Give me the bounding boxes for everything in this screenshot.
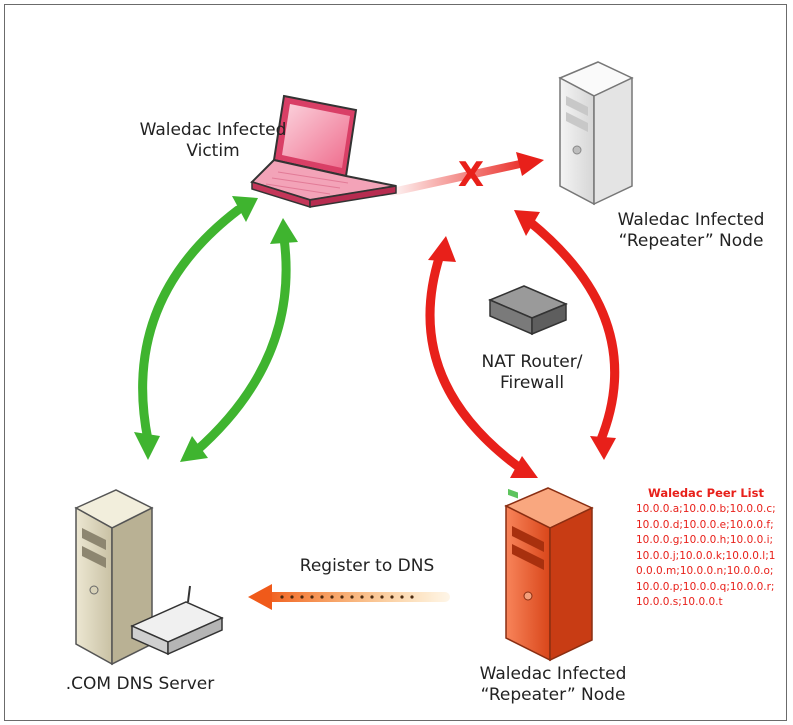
peer-list-title: Waledac Peer List <box>648 486 764 500</box>
server-repeater-bottom-icon <box>504 487 594 662</box>
victim-label-line2: Victim <box>186 141 240 161</box>
blocked-x-mark: X <box>457 155 485 195</box>
nat-label: NAT Router/ Firewall <box>462 352 602 394</box>
green-arrow-right <box>180 218 298 462</box>
register-arrow <box>248 584 450 610</box>
red-arrow-right <box>514 210 620 460</box>
server-repeater-top-icon <box>558 61 634 206</box>
victim-label: Waledac Infected Victim <box>118 120 308 162</box>
red-arrow-left <box>425 236 538 478</box>
dns-label: .COM DNS Server <box>65 674 215 694</box>
repeater-bottom-label-line2: “Repeater” Node <box>480 685 626 705</box>
victim-label-line1: Waledac Infected <box>139 120 287 140</box>
green-arrow-left <box>134 196 258 460</box>
peer-list-body: 10.0.0.a;10.0.0.b;10.0.0.c;10.0.0.d;10.0… <box>636 503 776 608</box>
repeater-top-label-line2: “Repeater” Node <box>618 231 764 251</box>
repeater-bottom-label-line1: Waledac Infected <box>479 664 627 684</box>
peer-list: Waledac Peer List 10.0.0.a;10.0.0.b;10.0… <box>636 486 776 611</box>
nat-label-line1: NAT Router/ <box>481 352 583 372</box>
repeater-bottom-label: Waledac Infected “Repeater” Node <box>458 664 648 706</box>
repeater-top-label: Waledac Infected “Repeater” Node <box>598 210 784 252</box>
router-icon <box>488 285 568 499</box>
server-dns-icon <box>74 489 224 666</box>
repeater-top-label-line1: Waledac Infected <box>617 210 765 230</box>
nat-label-line2: Firewall <box>499 373 565 393</box>
laptop-icon <box>250 94 397 209</box>
blocked-arrow <box>388 152 544 196</box>
register-label: Register to DNS <box>299 556 435 576</box>
